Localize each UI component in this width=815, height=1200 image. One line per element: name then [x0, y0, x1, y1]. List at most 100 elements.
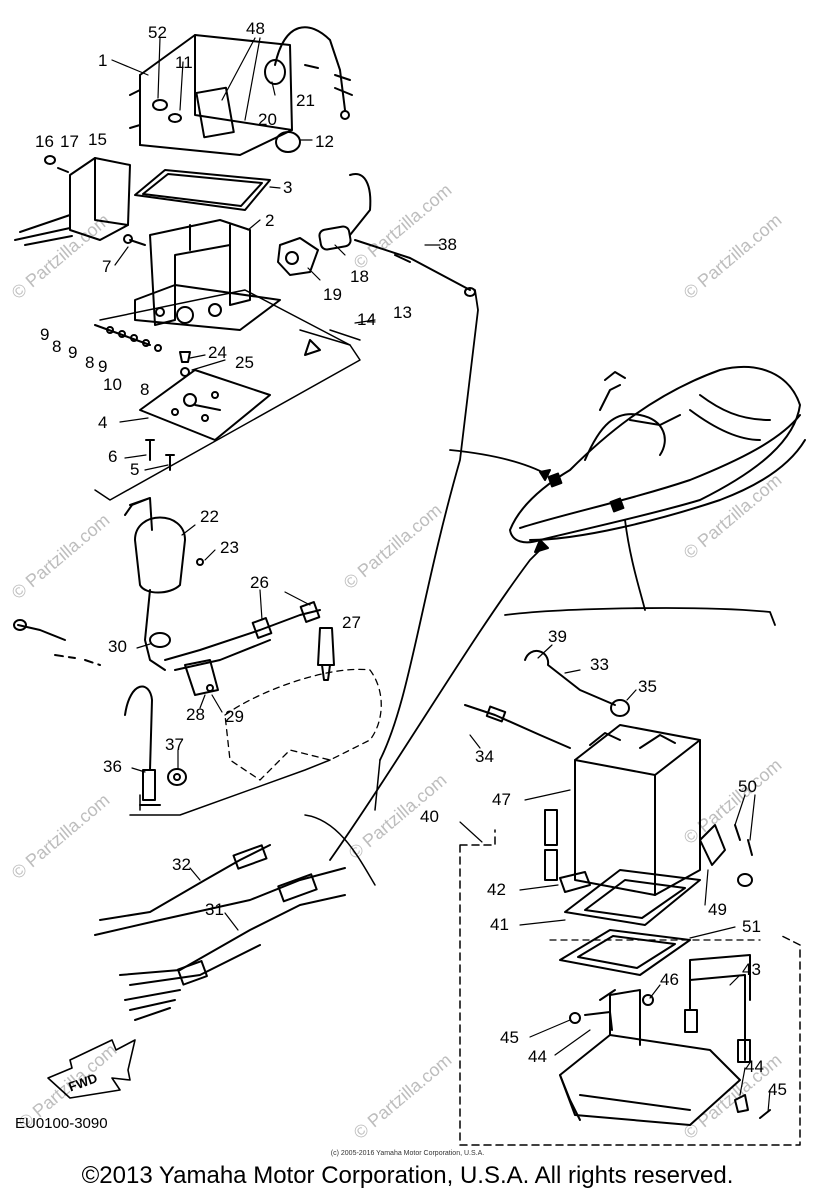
watermark-text: © Partzilla.com — [350, 1050, 456, 1143]
callout-3: 3 — [283, 178, 292, 197]
callout-40: 40 — [420, 807, 439, 826]
diagram-code: EU0100-3090 — [15, 1115, 108, 1132]
callout-13: 13 — [393, 303, 412, 322]
frame-outline — [94, 289, 361, 501]
callout-41: 41 — [490, 915, 509, 934]
spark-plug-27 — [317, 627, 335, 681]
callout-42: 42 — [487, 880, 506, 899]
callout-49: 49 — [708, 900, 727, 919]
pad-42 — [559, 871, 591, 893]
small-copyright: (c) 2005-2016 Yamaha Motor Corporation, … — [330, 1150, 485, 1157]
bracket-44b — [734, 1094, 749, 1113]
bracket-2 — [134, 219, 281, 331]
callout-8: 8 — [85, 353, 94, 372]
callout-22: 22 — [200, 507, 219, 526]
callout-47: 47 — [492, 790, 511, 809]
plug-wires-26 — [164, 601, 321, 671]
callout-31: 31 — [205, 900, 224, 919]
callout-17: 17 — [60, 132, 79, 151]
box-15 — [14, 155, 131, 246]
callout-7: 7 — [102, 257, 111, 276]
callout-19: 19 — [323, 285, 342, 304]
callout-14: 14 — [357, 310, 376, 329]
fuse-holder-18 — [318, 173, 372, 251]
callout-32: 32 — [172, 855, 191, 874]
callout-30: 30 — [108, 637, 127, 656]
strap-43 — [684, 954, 751, 1063]
group-line — [129, 759, 331, 816]
copyright-notice: ©2013 Yamaha Motor Corporation, U.S.A. A… — [81, 1162, 734, 1189]
callout-9: 9 — [68, 343, 77, 362]
bracket-50-49 — [699, 824, 753, 887]
ignition-coil-22 — [124, 497, 204, 671]
callout-12: 12 — [315, 132, 334, 151]
callout-24: 24 — [208, 343, 227, 362]
callout-51: 51 — [742, 917, 761, 936]
callout-38: 38 — [438, 235, 457, 254]
callout-16: 16 — [35, 132, 54, 151]
callout-37: 37 — [165, 735, 184, 754]
callout-6: 6 — [108, 447, 117, 466]
wire-36 — [124, 685, 161, 806]
bolt-7-head — [123, 234, 133, 244]
watermark-text: © Partzilla.com — [8, 210, 114, 303]
leader-lines — [111, 37, 771, 1113]
callout-44: 44 — [745, 1057, 764, 1076]
watermark-text: © Partzilla.com — [8, 790, 114, 883]
callout-44: 44 — [528, 1047, 547, 1066]
callout-2: 2 — [265, 211, 274, 230]
callout-1: 1 — [98, 51, 107, 70]
bracket-44 — [584, 1011, 613, 1031]
callout-8: 8 — [52, 337, 61, 356]
gasket-3 — [134, 169, 271, 211]
callout-35: 35 — [638, 677, 657, 696]
callout-4: 4 — [98, 413, 107, 432]
engine-outline — [224, 668, 382, 781]
callout-28: 28 — [186, 705, 205, 724]
washer-set — [94, 324, 162, 352]
watercraft-illustration — [509, 365, 806, 544]
grommet-37 — [167, 768, 187, 786]
battery-cable-33 — [524, 650, 630, 717]
callout-5: 5 — [130, 460, 139, 479]
callout-45: 45 — [768, 1080, 787, 1099]
bolt-45 — [569, 1012, 581, 1024]
watermark-text: © Partzilla.com — [680, 210, 786, 303]
battery-tray — [559, 989, 741, 1126]
fwd-arrow-icon — [47, 1039, 136, 1099]
panel-4 — [139, 369, 271, 441]
callout-48: 48 — [246, 19, 265, 38]
screw-6 — [145, 439, 155, 461]
callout-18: 18 — [350, 267, 369, 286]
watermark-text: © Partzilla.com — [680, 755, 786, 848]
grommet-30 — [149, 632, 171, 648]
callout-45: 45 — [500, 1028, 519, 1047]
cdi-28 — [184, 659, 219, 696]
callout-26: 26 — [250, 573, 269, 592]
callout-20: 20 — [258, 110, 277, 129]
callout-36: 36 — [103, 757, 122, 776]
battery-box-group-40 — [459, 829, 801, 1146]
wire-harness-31-32 — [94, 844, 346, 1021]
nut-24 — [179, 351, 191, 363]
wire-lead-21 — [264, 26, 353, 120]
callout-39: 39 — [548, 627, 567, 646]
callout-21: 21 — [296, 91, 315, 110]
callout-9: 9 — [40, 325, 49, 344]
nut-46 — [642, 994, 654, 1006]
callout-labels: 1 52 11 48 20 21 12 16 17 15 3 2 7 18 19… — [35, 19, 787, 1099]
callout-43: 43 — [742, 960, 761, 979]
callout-46: 46 — [660, 970, 679, 989]
callout-25: 25 — [235, 353, 254, 372]
callout-34: 34 — [475, 747, 494, 766]
mat-41 — [564, 869, 701, 926]
callout-33: 33 — [590, 655, 609, 674]
callout-52: 52 — [148, 23, 167, 42]
watermark-text: © Partzilla.com — [680, 470, 786, 563]
cap-12 — [275, 131, 301, 153]
watermark-text: © Partzilla.com — [8, 510, 114, 603]
callout-15: 15 — [88, 130, 107, 149]
starter-relay-19 — [277, 237, 319, 276]
watermarks: © Partzilla.com © Partzilla.com © Partzi… — [8, 180, 786, 1143]
callout-27: 27 — [342, 613, 361, 632]
